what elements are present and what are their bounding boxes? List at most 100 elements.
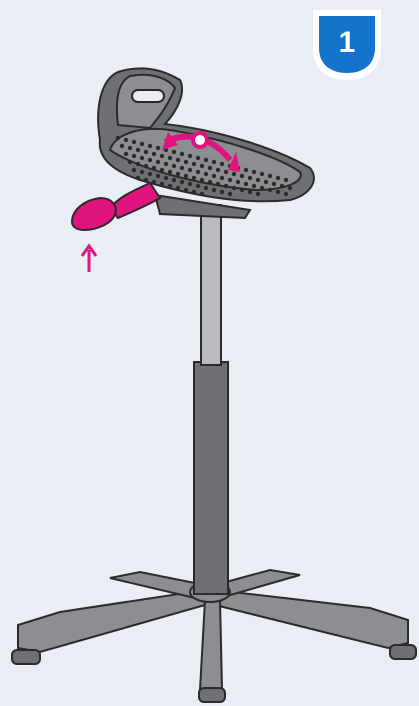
mesh-dot (276, 190, 280, 194)
mesh-dot (228, 192, 232, 196)
mesh-dot (216, 182, 220, 186)
mesh-dot (136, 148, 140, 152)
mesh-dot (148, 158, 152, 162)
mesh-dot (128, 160, 132, 164)
mesh-dot (192, 176, 196, 180)
mesh-dot (180, 152, 184, 156)
mesh-dot (240, 188, 244, 192)
mesh-dot (288, 186, 292, 190)
mesh-dot (204, 172, 208, 176)
mesh-dot (152, 180, 156, 184)
mesh-dot (184, 160, 188, 164)
mesh-dot (144, 178, 148, 182)
mesh-dot (200, 178, 204, 182)
mesh-dot (144, 150, 148, 154)
mesh-dot (140, 170, 144, 174)
mesh-dot (140, 156, 144, 160)
mesh-dot (208, 166, 212, 170)
step-number: 1 (309, 26, 385, 60)
mesh-dot (208, 180, 212, 184)
stool-column (194, 205, 228, 594)
mesh-dot (176, 172, 180, 176)
mesh-dot (140, 142, 144, 146)
mesh-dot (204, 158, 208, 162)
mesh-dot (124, 152, 128, 156)
mesh-dot (276, 176, 280, 180)
mesh-dot (224, 170, 228, 174)
mesh-dot (120, 144, 124, 148)
mesh-dot (232, 186, 236, 190)
mesh-dot (232, 172, 236, 176)
mesh-dot (196, 156, 200, 160)
mesh-dot (124, 138, 128, 142)
mesh-dot (188, 182, 192, 186)
mesh-dot (228, 178, 232, 182)
mesh-dot (180, 180, 184, 184)
mesh-dot (268, 174, 272, 178)
mesh-dot (204, 186, 208, 190)
mesh-dot (172, 178, 176, 182)
mesh-dot (160, 168, 164, 172)
mesh-dot (160, 154, 164, 158)
mesh-dot (220, 190, 224, 194)
mesh-dot (176, 186, 180, 190)
mesh-dot (188, 154, 192, 158)
mesh-dot (284, 192, 288, 196)
mesh-dot (188, 168, 192, 172)
mesh-dot (132, 140, 136, 144)
mesh-dot (252, 184, 256, 188)
height-adjust-lever (72, 183, 160, 230)
mesh-dot (260, 186, 264, 190)
mesh-dot (172, 164, 176, 168)
mesh-dot (212, 188, 216, 192)
mesh-dot (200, 164, 204, 168)
mesh-dot (160, 182, 164, 186)
mesh-dot (168, 156, 172, 160)
mesh-dot (224, 184, 228, 188)
mesh-dot (144, 164, 148, 168)
mesh-dot (164, 162, 168, 166)
mesh-dot (136, 162, 140, 166)
up-arrow-icon (82, 246, 96, 272)
mesh-dot (128, 146, 132, 150)
mesh-dot (240, 174, 244, 178)
mesh-dot (284, 178, 288, 182)
mesh-dot (248, 190, 252, 194)
mesh-dot (220, 176, 224, 180)
mesh-dot (136, 176, 140, 180)
mesh-dot (212, 160, 216, 164)
mesh-dot (164, 176, 168, 180)
mesh-dot (184, 188, 188, 192)
mesh-dot (172, 150, 176, 154)
mesh-dot (244, 168, 248, 172)
mesh-dot (220, 162, 224, 166)
mesh-dot (192, 162, 196, 166)
mesh-dot (196, 184, 200, 188)
mesh-dot (132, 154, 136, 158)
mesh-dot (200, 192, 204, 196)
mesh-dot (244, 182, 248, 186)
mesh-dot (236, 180, 240, 184)
mesh-dot (156, 160, 160, 164)
mesh-dot (148, 144, 152, 148)
mesh-dot (168, 170, 172, 174)
mesh-dot (248, 176, 252, 180)
mesh-dot (156, 174, 160, 178)
mesh-dot (252, 170, 256, 174)
mesh-dot (168, 184, 172, 188)
mesh-dot (280, 184, 284, 188)
mesh-dot (216, 168, 220, 172)
mesh-dot (272, 182, 276, 186)
step-number-badge: 1 (309, 8, 385, 82)
mesh-dot (268, 188, 272, 192)
mesh-dot (192, 190, 196, 194)
mesh-dot (212, 174, 216, 178)
mesh-dot (148, 172, 152, 176)
mesh-dot (184, 174, 188, 178)
mesh-dot (260, 172, 264, 176)
mesh-dot (196, 170, 200, 174)
mesh-dot (176, 158, 180, 162)
mesh-dot (156, 146, 160, 150)
mesh-dot (180, 166, 184, 170)
